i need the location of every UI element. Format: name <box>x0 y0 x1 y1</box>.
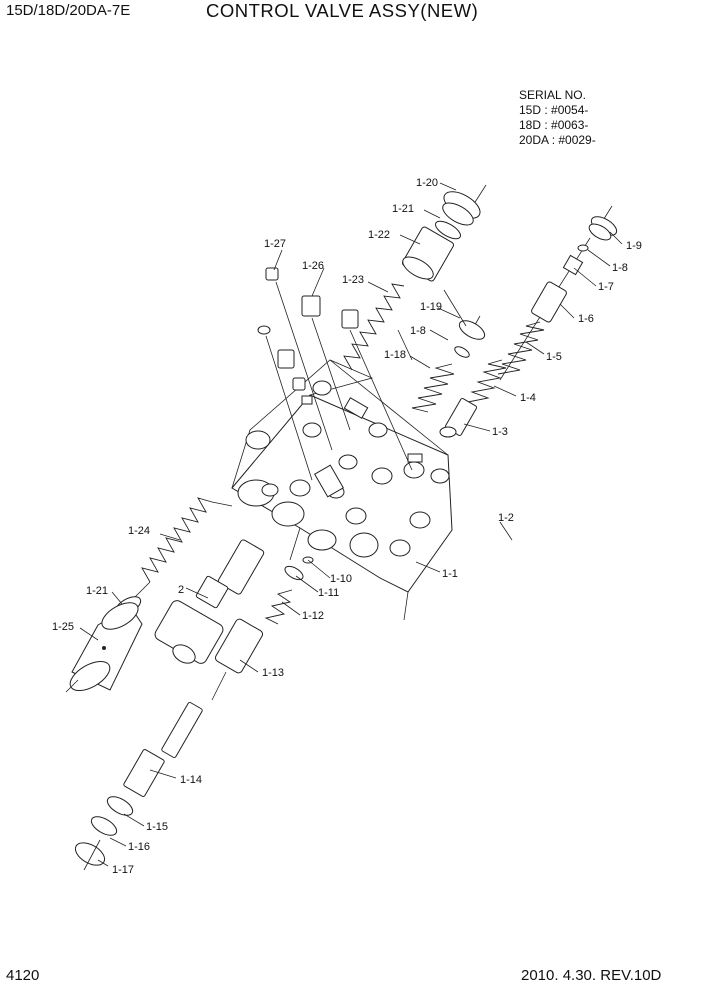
label-1-17: 1-17 <box>112 864 134 876</box>
label-1-21-top: 1-21 <box>392 203 414 215</box>
model-code: 15D/18D/20DA-7E <box>6 2 131 19</box>
serial-number-box: SERIAL NO. 15D : #0054- 18D : #0063- 20D… <box>519 88 596 148</box>
label-1-26: 1-26 <box>302 260 324 272</box>
valve-body <box>231 359 453 621</box>
label-1-3: 1-3 <box>492 426 508 438</box>
upper-left-parts <box>257 267 413 481</box>
label-1-24: 1-24 <box>128 525 150 537</box>
label-1-8-right: 1-8 <box>612 262 628 274</box>
label-1-19: 1-19 <box>420 301 442 313</box>
label-1-10: 1-10 <box>330 573 352 585</box>
label-1-14: 1-14 <box>180 774 202 786</box>
label-1-2: 1-2 <box>498 512 514 524</box>
serial-heading: SERIAL NO. <box>519 88 586 102</box>
label-1-8-left: 1-8 <box>410 325 426 337</box>
label-1-7: 1-7 <box>598 281 614 293</box>
label-1-6: 1-6 <box>578 313 594 325</box>
label-1-16: 1-16 <box>128 841 150 853</box>
label-1-9: 1-9 <box>626 240 642 252</box>
label-1-12: 1-12 <box>302 610 324 622</box>
part-labels: 1-20 1-21 1-22 1-27 1-26 1-23 1-19 1-8 1… <box>52 177 642 876</box>
leader-lines <box>79 182 623 867</box>
page-number: 4120 <box>6 967 40 984</box>
solenoid-parts <box>74 539 314 871</box>
label-1-5: 1-5 <box>546 351 562 363</box>
label-1-21-left: 1-21 <box>86 585 108 597</box>
label-1-18: 1-18 <box>384 349 406 361</box>
serial-line-20da: 20DA : #0029- <box>519 133 596 147</box>
serial-line-15d: 15D : #0054- <box>519 103 589 117</box>
label-1-27: 1-27 <box>264 238 286 250</box>
upper-center-parts <box>397 184 487 413</box>
label-1-13: 1-13 <box>262 667 284 679</box>
label-2: 2 <box>178 584 184 596</box>
label-1-22: 1-22 <box>368 229 390 241</box>
upper-right-parts <box>439 205 618 438</box>
label-1-15: 1-15 <box>146 821 168 833</box>
label-1-1: 1-1 <box>442 568 458 580</box>
serial-line-18d: 18D : #0063- <box>519 118 589 132</box>
label-1-4: 1-4 <box>520 392 536 404</box>
date-revision: 2010. 4.30. REV.10D <box>521 967 662 984</box>
label-1-20: 1-20 <box>416 177 438 189</box>
label-1-25: 1-25 <box>52 621 74 633</box>
left-parts <box>65 497 233 693</box>
label-1-11: 1-11 <box>318 587 339 599</box>
page-title: CONTROL VALVE ASSY(NEW) <box>206 0 479 21</box>
label-1-23: 1-23 <box>342 274 364 286</box>
